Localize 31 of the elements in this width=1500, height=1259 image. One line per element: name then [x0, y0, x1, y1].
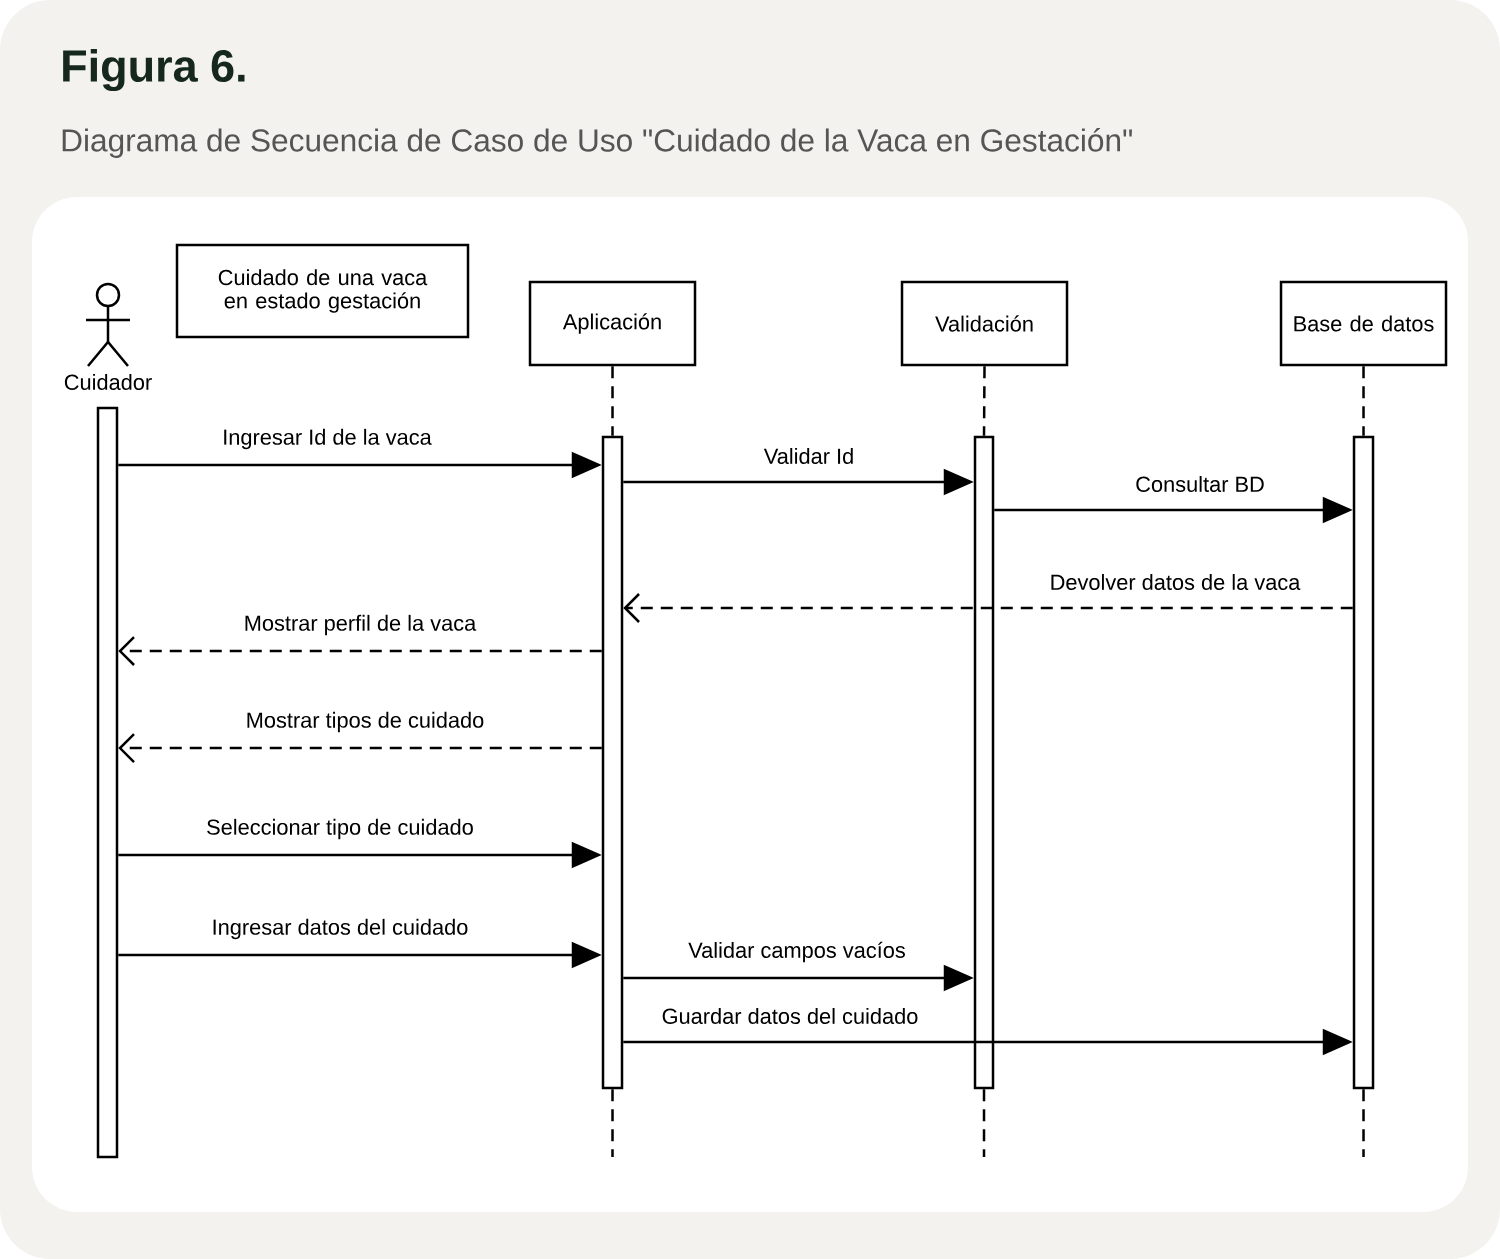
lifeline — [1362, 1089, 1365, 1157]
edge-label: Ingresar datos del cuidado — [209, 916, 471, 942]
activation-bar — [1352, 435, 1375, 1090]
actor-figure — [86, 282, 130, 367]
edge-label: Mostrar perfil de la vaca — [241, 612, 479, 638]
caption: Diagrama de Secuencia de Caso de Uso "Cuidado de la Vaca en Gestación" — [62, 128, 1132, 158]
edge-label: Devolver datos de la vaca — [1047, 572, 1303, 592]
lifeline — [611, 1089, 614, 1157]
message-arrow — [623, 593, 1353, 623]
lifeline — [982, 366, 986, 436]
message-arrow — [118, 636, 602, 666]
title: Figura 6. — [63, 48, 245, 92]
edge-label: Consultar BD — [1133, 474, 1267, 494]
edge-label: Seleccionar tipo de cuidado — [204, 816, 476, 842]
activation-bar — [601, 435, 624, 1090]
message-arrow — [118, 733, 602, 763]
edge-label: Validar Id — [761, 446, 857, 466]
lifeline — [1362, 366, 1365, 436]
lifeline — [611, 366, 614, 436]
lifeline-box: Validación — [900, 280, 1069, 367]
activation-bar — [96, 406, 119, 1159]
edge-label: Validar campos vacíos — [686, 939, 908, 965]
lifeline — [982, 1089, 986, 1157]
activation-bar — [973, 435, 995, 1090]
lifeline-box: Base de datos — [1279, 280, 1448, 367]
actor-label: Cuidador — [64, 374, 152, 390]
edge-label: Guardar datos del cuidado — [659, 1006, 921, 1026]
lifeline-box: Aplicación — [528, 280, 697, 367]
edge-label: Ingresar Id de la vaca — [220, 426, 434, 452]
note-box: Cuidado de una vaca en estado gestación — [175, 243, 470, 339]
edge-label: Mostrar tipos de cuidado — [243, 709, 487, 735]
